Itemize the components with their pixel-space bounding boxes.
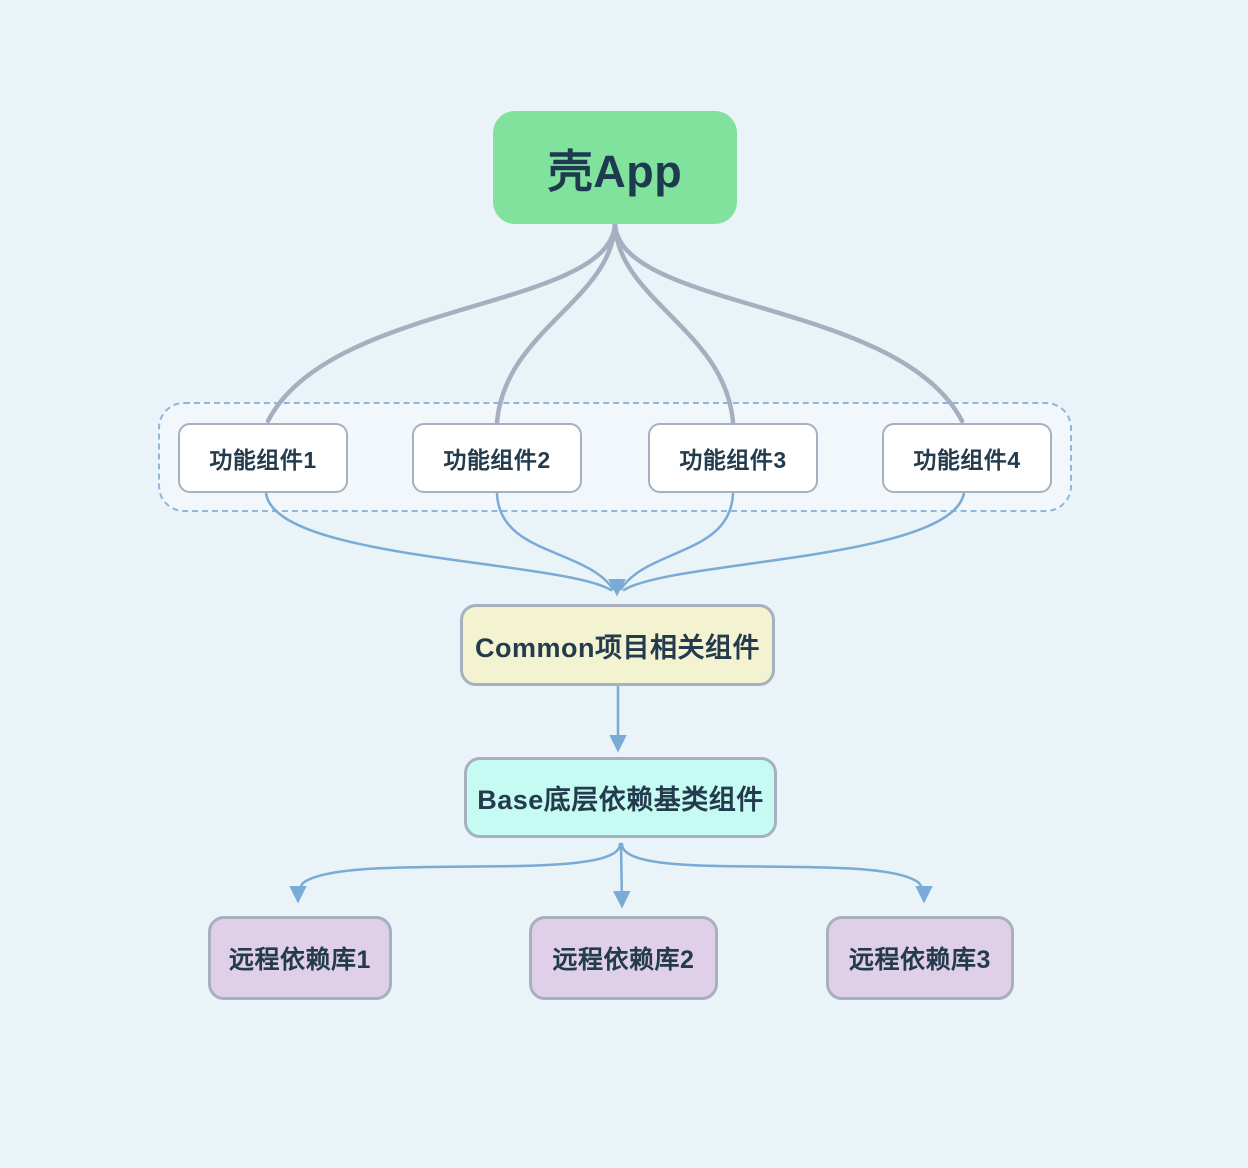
node-remote-lib-1-label: 远程依赖库1 [229,946,371,974]
node-base-components[interactable]: Base底层依赖基类组件 [464,757,777,838]
node-common-components[interactable]: Common项目相关组件 [460,604,775,686]
edge-base-to-remote-2 [613,842,631,909]
node-shell-app[interactable]: 壳App [493,111,737,224]
node-base-components-label: Base底层依赖基类组件 [477,785,764,815]
edge-base-to-remote-3 [620,842,933,904]
node-remote-lib-2-label: 远程依赖库2 [552,946,695,974]
node-feature-component-2[interactable]: 功能组件2 [412,423,582,493]
node-remote-lib-2[interactable]: 远程依赖库2 [529,916,718,1000]
node-remote-lib-1[interactable]: 远程依赖库1 [208,916,392,1000]
node-shell-app-label: 壳App [547,146,683,197]
edge-shell-to-feature-1 [265,221,618,424]
node-feature-component-2-label: 功能组件2 [443,447,551,473]
node-feature-component-4[interactable]: 功能组件4 [882,423,1052,493]
node-remote-lib-3-label: 远程依赖库3 [849,946,991,974]
node-feature-component-1-label: 功能组件1 [209,447,317,473]
edge-base-to-remote-1 [289,842,622,904]
node-feature-component-4-label: 功能组件4 [913,447,1021,473]
node-feature-component-3-label: 功能组件3 [679,447,787,473]
node-feature-component-3[interactable]: 功能组件3 [648,423,818,493]
node-remote-lib-3[interactable]: 远程依赖库3 [826,916,1014,1000]
edge-shell-to-feature-4 [612,221,965,424]
edge-shell-to-feature-2 [494,221,618,425]
node-feature-component-1[interactable]: 功能组件1 [178,423,348,493]
edge-shell-to-feature-3 [612,221,736,425]
node-common-components-label: Common项目相关组件 [475,632,760,663]
